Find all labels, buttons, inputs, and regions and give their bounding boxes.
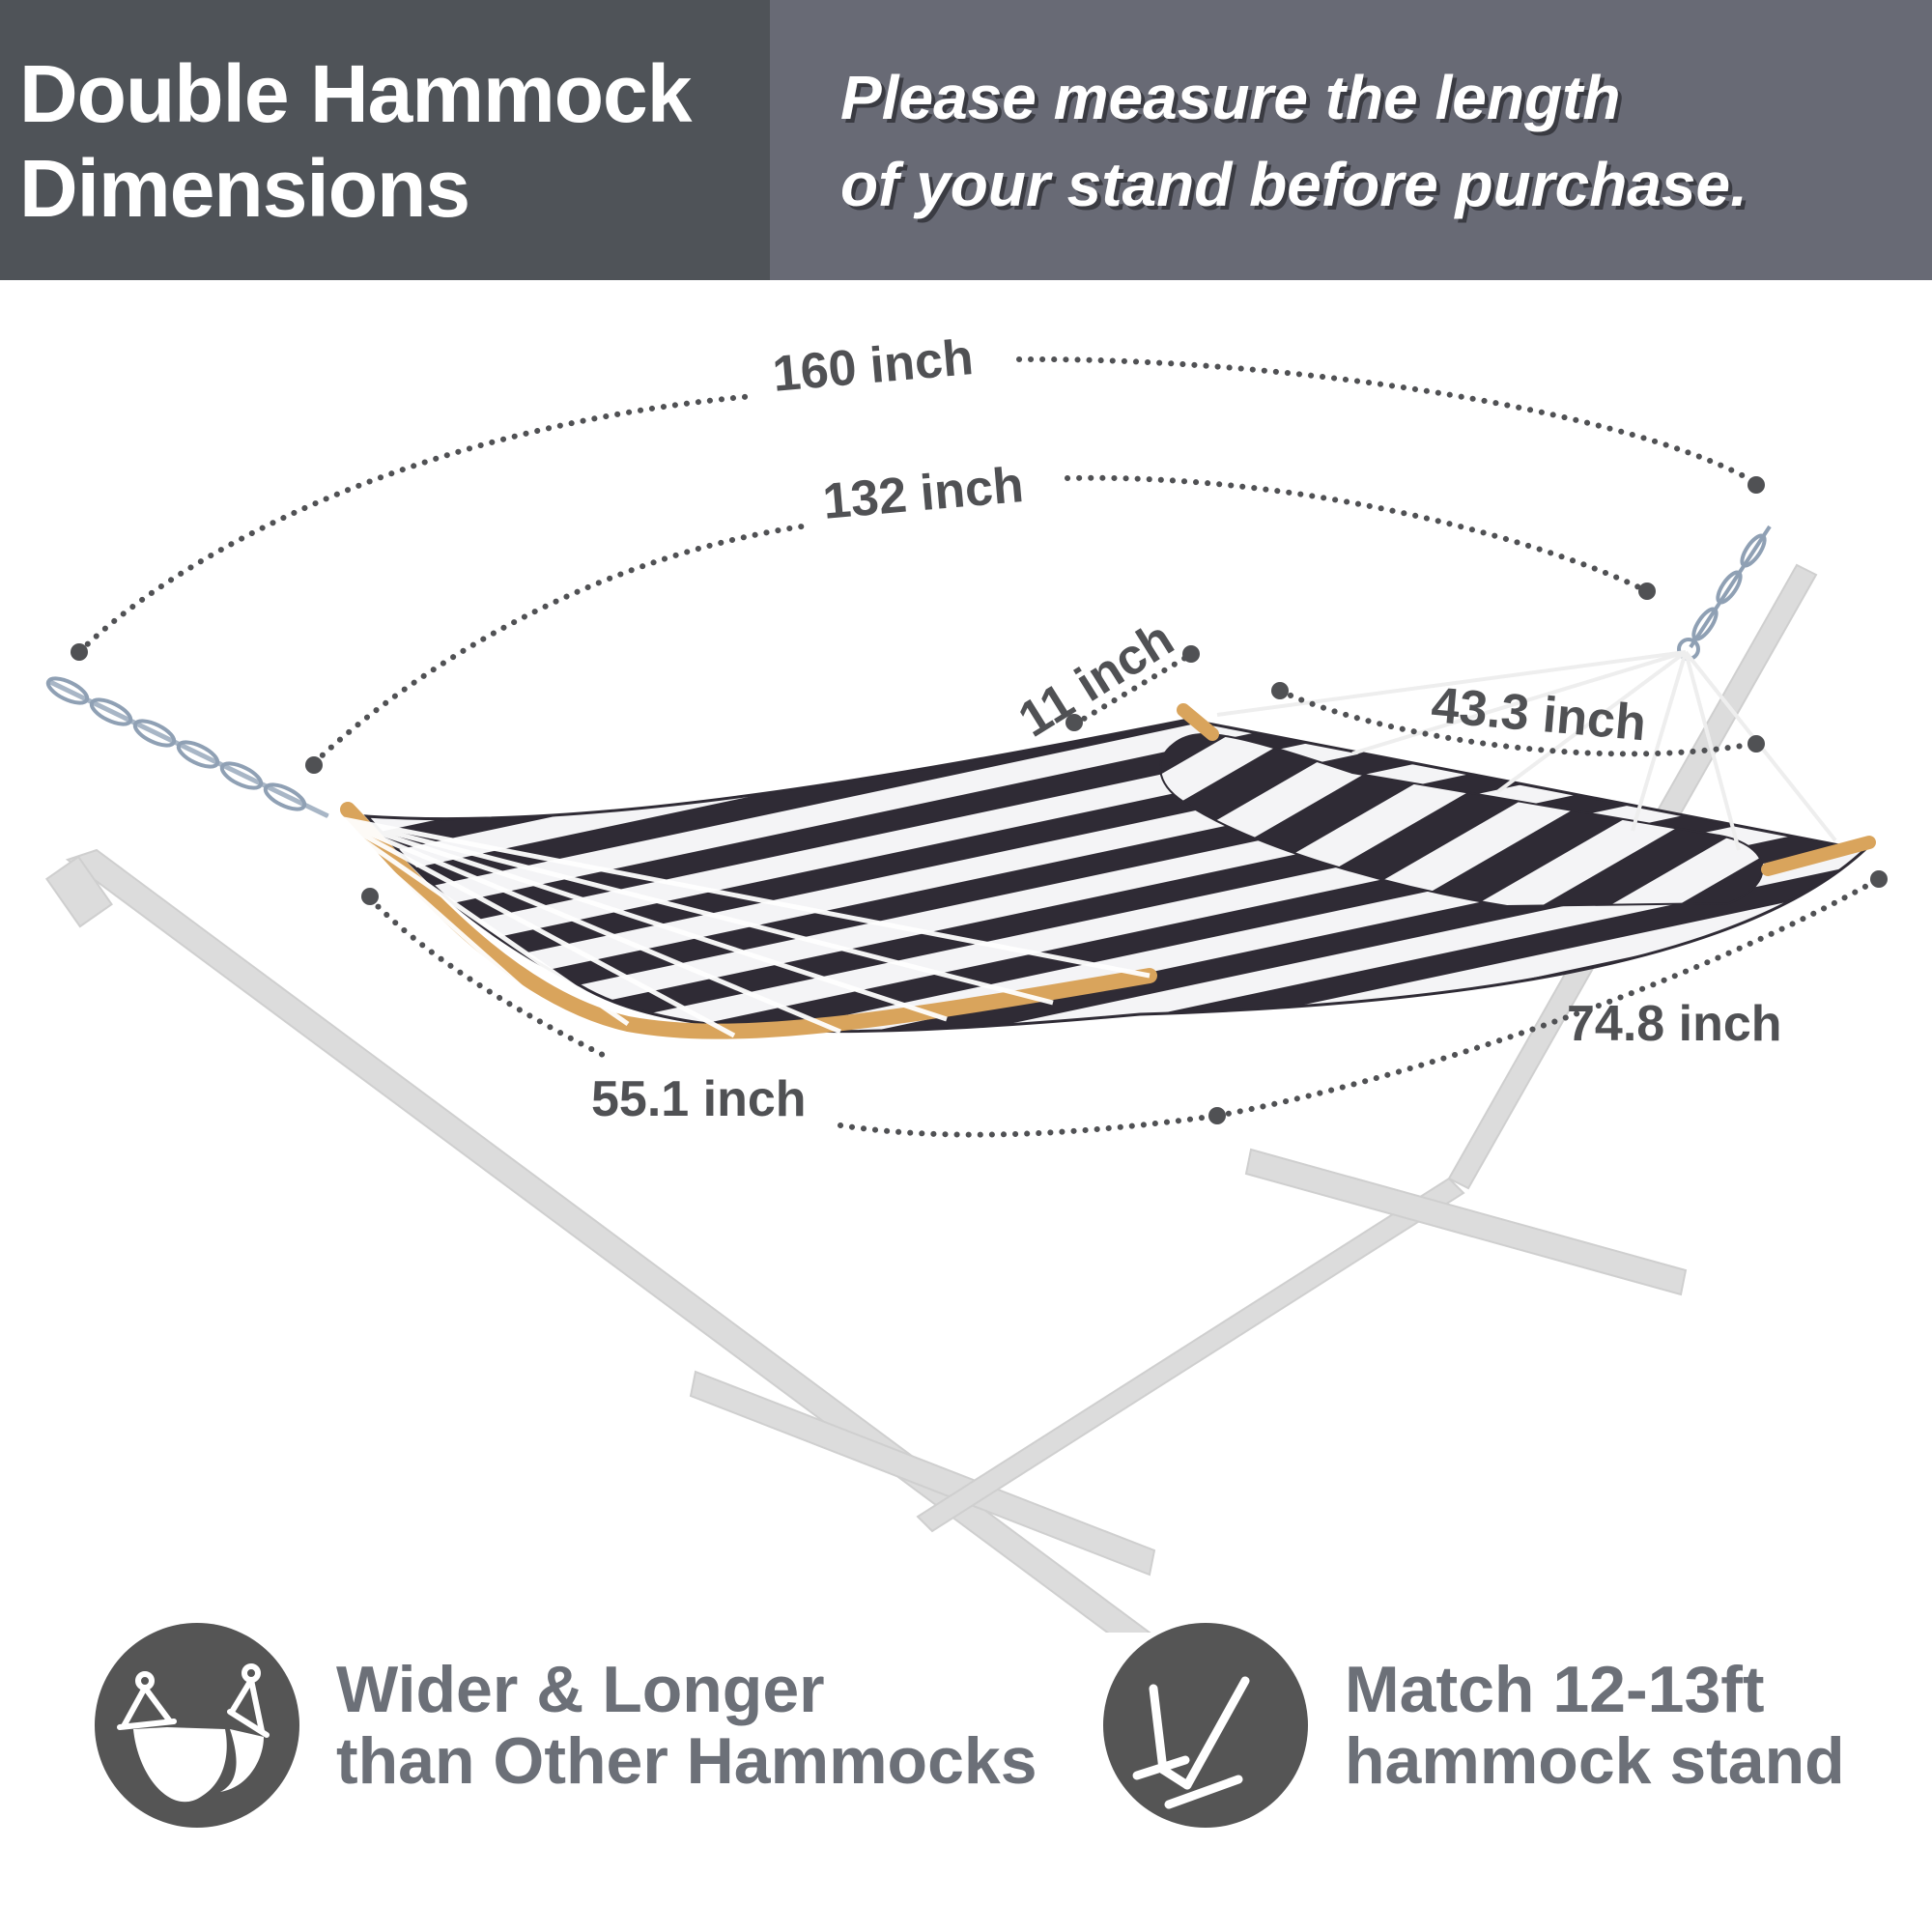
- hammock-illustration: [45, 355, 1888, 1633]
- pillow: [1159, 733, 1764, 908]
- right-spreader-bar-end: [1761, 836, 1876, 876]
- dimension-bed-width-near: 55.1 inch: [591, 1071, 807, 1127]
- title-line-2: Dimensions: [19, 143, 470, 234]
- purchase-notice: Please measure the length of your stand …: [840, 54, 1747, 228]
- feature-wider-longer: Wider & Longer than Other Hammocks: [95, 1623, 1037, 1828]
- feature-stand-match: Match 12-13ft hammock stand: [1103, 1623, 1845, 1828]
- dimension-bed-width-curve: 74.8 inch: [1567, 996, 1782, 1052]
- notice-line-1: Please measure the length: [840, 63, 1621, 132]
- dimension-lines: [76, 355, 1882, 1138]
- hammock-icon: [95, 1623, 299, 1828]
- feature-title: Wider & Longer: [336, 1653, 825, 1726]
- notice-panel: [770, 0, 1932, 280]
- feature-subtitle: than Other Hammocks: [336, 1724, 1037, 1798]
- feature-subtitle: hammock stand: [1345, 1724, 1845, 1798]
- dimension-endpoints: [71, 476, 1888, 1124]
- suspension-ropes: [327, 813, 1151, 1038]
- title-panel: Double Hammock Dimensions: [0, 0, 770, 280]
- left-chain: [45, 676, 330, 819]
- feature-title: Match 12-13ft: [1345, 1653, 1765, 1726]
- header-banner: Double Hammock Dimensions Please measure…: [0, 0, 1932, 280]
- hammock-stand-icon: [1103, 1623, 1308, 1828]
- feature-text: Match 12-13ft hammock stand: [1345, 1654, 1845, 1797]
- notice-line-2: of your stand before purchase.: [840, 150, 1747, 219]
- title-line-1: Double Hammock: [19, 48, 692, 139]
- feature-text: Wider & Longer than Other Hammocks: [336, 1654, 1037, 1797]
- suspension-ropes-right: [1216, 650, 1837, 851]
- right-spreader-bar: [1177, 703, 1219, 741]
- page-title: Double Hammock Dimensions: [19, 46, 692, 236]
- left-spreader-bar: [340, 802, 1157, 1039]
